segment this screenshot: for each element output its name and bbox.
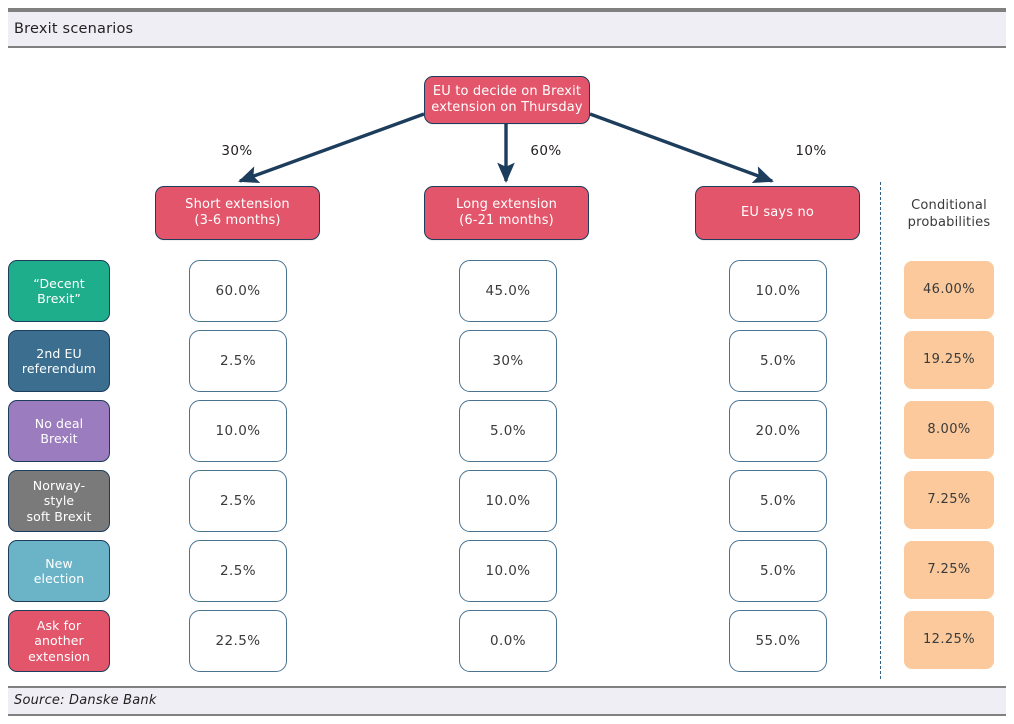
conditional-probability-4[interactable]: 7.25% [904,541,994,599]
scenario-label-decent-brexit[interactable]: “Decent Brexit” [8,260,110,322]
branch-node-long-extension[interactable]: Long extension (6-21 months) [424,186,589,240]
scenario-label-text: Ask for another extension [28,618,90,664]
top-rule [8,8,1006,12]
cell-eu-says-no-0[interactable]: 10.0% [729,260,827,322]
cell-eu-says-no-4[interactable]: 5.0% [729,540,827,602]
branch-node-eu-says-no-label: EU says no [741,205,814,221]
cell-eu-says-no-1[interactable]: 5.0% [729,330,827,392]
conditional-probability-5[interactable]: 12.25% [904,611,994,669]
arrow-to-eu-says-no [589,112,774,183]
scenario-label-2nd-eu-referendum[interactable]: 2nd EU referendum [8,330,110,392]
conditional-probability-1[interactable]: 19.25% [904,331,994,389]
cell-short-extension-1[interactable]: 2.5% [189,330,287,392]
cell-long-extension-0[interactable]: 45.0% [459,260,557,322]
scenario-label-text: New election [33,555,85,586]
branch-probability-short: 30% [221,143,253,159]
cell-short-extension-0[interactable]: 60.0% [189,260,287,322]
column-divider [880,182,881,679]
conditional-probability-2[interactable]: 8.00% [904,401,994,459]
conditional-probabilities-header: Conditional probabilities [907,198,991,230]
cell-long-extension-1[interactable]: 30% [459,330,557,392]
branch-node-short-extension[interactable]: Short extension (3-6 months) [155,186,320,240]
scenario-label-norway-style-soft-brexit[interactable]: Norway- style soft Brexit [8,470,110,532]
scenario-label-new-election[interactable]: New election [8,540,110,602]
cell-short-extension-2[interactable]: 10.0% [189,400,287,462]
cell-short-extension-5[interactable]: 22.5% [189,610,287,672]
branch-probability-long: 60% [530,143,562,159]
source-note: Source: Danske Bank [14,693,157,708]
page-title: Brexit scenarios [14,21,134,37]
scenario-label-text: No deal Brexit [34,415,84,446]
branch-node-short-extension-label: Short extension (3-6 months) [185,197,290,228]
scenario-label-text: “Decent Brexit” [33,275,85,306]
conditional-probability-0[interactable]: 46.00% [904,261,994,319]
conditional-probability-3[interactable]: 7.25% [904,471,994,529]
header-band [8,12,1006,48]
root-node[interactable]: EU to decide on Brexit extension on Thur… [424,76,590,124]
branch-node-eu-says-no[interactable]: EU says no [695,186,860,240]
cell-eu-says-no-2[interactable]: 20.0% [729,400,827,462]
scenario-label-ask-for-another-extension[interactable]: Ask for another extension [8,610,110,672]
scenario-label-no-deal-brexit[interactable]: No deal Brexit [8,400,110,462]
cell-long-extension-3[interactable]: 10.0% [459,470,557,532]
cell-long-extension-2[interactable]: 5.0% [459,400,557,462]
diagram-canvas: EU to decide on Brexit extension on Thur… [0,48,1014,686]
cell-short-extension-3[interactable]: 2.5% [189,470,287,532]
cell-long-extension-5[interactable]: 0.0% [459,610,557,672]
cell-long-extension-4[interactable]: 10.0% [459,540,557,602]
cell-eu-says-no-5[interactable]: 55.0% [729,610,827,672]
cell-eu-says-no-3[interactable]: 5.0% [729,470,827,532]
branch-probability-no: 10% [795,143,827,159]
scenario-label-text: Norway- style soft Brexit [26,478,92,524]
scenario-label-text: 2nd EU referendum [21,345,97,376]
footer-band [8,686,1006,716]
root-node-label: EU to decide on Brexit extension on Thur… [431,84,583,115]
cell-short-extension-4[interactable]: 2.5% [189,540,287,602]
branch-node-long-extension-label: Long extension (6-21 months) [455,197,558,228]
